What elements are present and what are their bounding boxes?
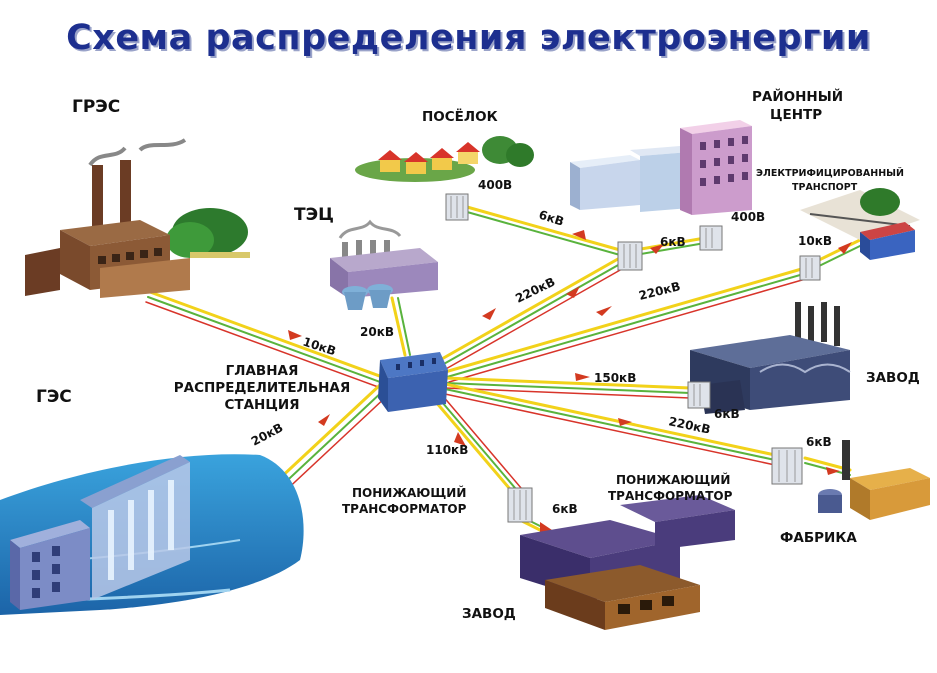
- voltage-220kv-b: 220кВ: [637, 279, 681, 303]
- label-main-station-2: РАСПРЕДЕЛИТЕЛЬНАЯ: [174, 380, 351, 396]
- flow-arrows: [288, 230, 852, 532]
- line-hub-center: [633, 236, 707, 256]
- transformer-transport: [799, 255, 821, 281]
- voltage-150kv: 150кВ: [594, 371, 636, 385]
- voltage-bottom-6kv: 6кВ: [552, 502, 578, 516]
- label-village: ПОСЁЛОК: [422, 108, 498, 125]
- line-main-bottom: [428, 393, 528, 497]
- arrow-icon: [540, 522, 552, 532]
- label-gres: ГРЭС: [72, 97, 120, 117]
- transformer-village: [445, 193, 469, 221]
- transformer-hub: [617, 241, 643, 271]
- plant-right: [690, 302, 851, 414]
- transformer-plant: [687, 381, 711, 409]
- transmission-lines: [145, 203, 863, 595]
- transformer-center: [699, 225, 723, 251]
- label-tec: ТЭЦ: [294, 205, 334, 225]
- transformers: [445, 193, 821, 523]
- voltage-220kv-a: 220кВ: [513, 275, 557, 306]
- arrow-icon: [596, 306, 612, 316]
- main-distribution-station: [378, 352, 448, 412]
- plant-bottom: [520, 495, 735, 630]
- label-plant-right: ЗАВОД: [866, 370, 920, 386]
- line-main-hub: [438, 253, 630, 371]
- label-step-down-right-1: ПОНИЖАЮЩИЙ: [616, 472, 730, 487]
- arrow-icon: [650, 244, 664, 254]
- voltage-110kv: 110кВ: [426, 443, 468, 457]
- transformer-factory: [771, 447, 803, 485]
- label-main-station-3: СТАНЦИЯ: [224, 397, 299, 413]
- voltage-6kv-village: 6кВ: [537, 208, 566, 229]
- label-district-center-2: ЦЕНТР: [770, 107, 822, 123]
- label-district-center-1: РАЙОННЫЙ: [752, 88, 843, 105]
- voltage-plant-6kv: 6кВ: [714, 407, 740, 421]
- arrow-icon: [618, 418, 632, 426]
- label-step-down-left-1: ПОНИЖАЮЩИЙ: [352, 485, 466, 500]
- voltage-factory-6kv: 6кВ: [806, 435, 832, 449]
- label-main-station-1: ГЛАВНАЯ: [226, 363, 299, 379]
- voltage-ges-20kv: 20кВ: [249, 420, 286, 448]
- label-factory: ФАБРИКА: [780, 530, 857, 546]
- line-transport: [813, 238, 863, 268]
- label-step-down-right-2: ТРАНСФОРМАТОР: [608, 489, 733, 503]
- arrow-icon: [575, 373, 590, 381]
- label-electric-transport-2: ТРАНСПОРТ: [792, 182, 858, 193]
- label-plant-bottom: ЗАВОД: [462, 606, 516, 622]
- gres-plant: [25, 138, 250, 298]
- arrow-icon: [318, 414, 330, 426]
- label-electric-transport-1: ЭЛЕКТРИФИЦИРОВАННЫЙ: [756, 167, 904, 179]
- ges-plant: [0, 454, 304, 615]
- arrow-icon: [482, 308, 496, 320]
- factory: [818, 440, 930, 520]
- voltage-10kv-transport: 10кВ: [798, 234, 832, 248]
- village: [355, 136, 534, 182]
- line-main-transport: [443, 266, 810, 383]
- voltage-6kv-center: 6кВ: [660, 235, 686, 249]
- label-ges: ГЭС: [36, 387, 72, 407]
- line-main-plant: [443, 376, 692, 399]
- transformer-bottom: [507, 487, 533, 523]
- page-title: Схема распределения электроэнергии: [66, 18, 871, 58]
- tec-plant: [330, 219, 438, 310]
- arrow-icon: [288, 330, 302, 340]
- arrow-icon: [572, 230, 586, 240]
- arrow-icon: [566, 286, 580, 298]
- line-main-factory: [443, 382, 777, 466]
- arrow-icon: [826, 467, 840, 475]
- line-tec-main: [390, 296, 411, 357]
- line-hub-village: [458, 203, 622, 256]
- arrow-icon: [454, 432, 466, 446]
- electric-transport: [800, 188, 920, 260]
- label-step-down-left-2: ТРАНСФОРМАТОР: [342, 502, 467, 516]
- voltage-tec-20kv: 20кВ: [360, 325, 394, 339]
- arrow-icon: [838, 242, 852, 254]
- voltage-village-400: 400В: [478, 178, 512, 192]
- node-labels: ГРЭС ГЭС ТЭЦ ГЛАВНАЯ РАСПРЕДЕЛИТЕЛЬНАЯ С…: [36, 88, 920, 622]
- voltage-center-400: 400В: [731, 210, 765, 224]
- line-gres-main: [145, 290, 387, 389]
- district-center: [570, 120, 752, 215]
